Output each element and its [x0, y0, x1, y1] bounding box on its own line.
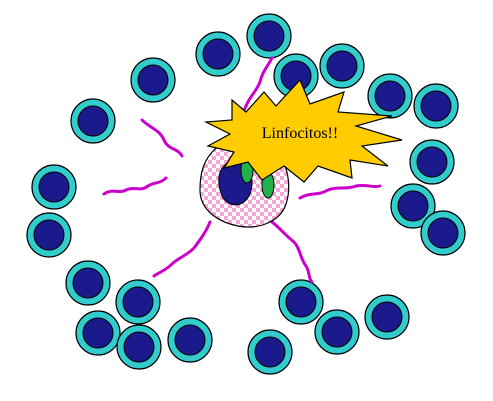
lymphocyte-icon — [409, 139, 455, 185]
explosion-callout-icon: Linfocitos!! — [203, 78, 403, 183]
signal-squiggle-icon — [152, 220, 212, 278]
lymphocyte-icon — [70, 98, 116, 144]
lymphocyte-icon — [314, 309, 360, 355]
lymphocyte-icon — [273, 53, 319, 99]
lymphocyte-icon — [246, 13, 292, 59]
signal-squiggle-icon — [102, 176, 168, 196]
lymphocyte-icon — [319, 43, 365, 89]
lymphocyte-group — [26, 13, 466, 375]
lymphocyte-icon — [364, 294, 410, 340]
signal-squiggle-icon — [298, 183, 382, 200]
lymphocyte-icon — [413, 83, 459, 129]
lymphocyte-icon — [195, 31, 241, 77]
lymphocyte-icon — [31, 164, 77, 210]
lymphocyte-icon — [65, 260, 111, 306]
signal-squiggle-icon — [140, 118, 184, 158]
macrophage-icon — [199, 139, 290, 228]
lymphocyte-icon — [247, 329, 293, 375]
lymphocyte-icon — [26, 212, 72, 258]
lymphocyte-icon — [390, 183, 436, 229]
lymphocyte-icon — [367, 73, 413, 119]
lymphocyte-icon — [116, 324, 162, 370]
lymphocyte-icon — [130, 57, 176, 103]
lymphocyte-icon — [278, 279, 324, 325]
lymphocyte-icon — [167, 317, 213, 363]
lymphocyte-icon — [420, 210, 466, 256]
callout-label: Linfocitos!! — [262, 125, 338, 142]
signal-squiggle-icon — [270, 220, 314, 284]
lymphocyte-icon — [115, 279, 161, 325]
lymphocyte-icon — [75, 310, 121, 356]
callout-burst — [203, 78, 403, 183]
